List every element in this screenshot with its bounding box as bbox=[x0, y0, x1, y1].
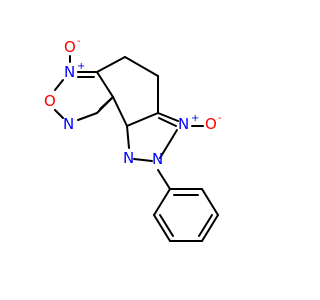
phenyl-bond-6 bbox=[153, 188, 171, 216]
atom-n-phenyl: N bbox=[152, 150, 163, 168]
bond-ch2-1 bbox=[96, 56, 126, 73]
atom-o-top-charge: - bbox=[77, 36, 81, 47]
bond-c-c-1 bbox=[96, 71, 114, 98]
bond-c-c-2-double bbox=[99, 96, 114, 110]
atom-o-ring: O bbox=[44, 92, 56, 110]
bond-n-phenyl bbox=[157, 169, 171, 190]
bond-n-n-right bbox=[159, 129, 178, 159]
bond-n-o-ring bbox=[54, 79, 64, 91]
phenyl-double-3 bbox=[159, 214, 174, 237]
atom-o-right: O bbox=[205, 115, 217, 133]
phenyl-double-2 bbox=[198, 214, 213, 237]
bond-o-n-left bbox=[54, 109, 64, 119]
atom-n-top: N bbox=[64, 63, 75, 81]
molecule-structure-canvas: O - N + O N N N + O - N bbox=[44, 36, 222, 242]
atom-n-bottom-left: N bbox=[123, 149, 134, 167]
molecule-structure-svg: O - N + O N N N + O - N bbox=[44, 36, 222, 242]
bond-c-c-3 bbox=[112, 96, 128, 127]
bond-c-n-bottom-left bbox=[126, 125, 130, 149]
phenyl-bond-3 bbox=[201, 214, 219, 242]
atom-o-right-charge: - bbox=[218, 113, 222, 124]
atom-o-top: O bbox=[64, 38, 76, 56]
phenyl-bond-5 bbox=[153, 214, 171, 242]
bond-n-n bbox=[133, 158, 153, 162]
atom-n-left: N bbox=[63, 115, 74, 133]
bond-ch2-2 bbox=[124, 56, 159, 77]
bond-c-c-4 bbox=[126, 112, 159, 127]
bond-c-n-right-double bbox=[158, 117, 177, 127]
atom-labels: O - N + O N N N + O - N bbox=[44, 36, 222, 168]
bond-lines bbox=[54, 55, 219, 242]
phenyl-bond-2 bbox=[201, 188, 219, 216]
atom-n-top-charge: + bbox=[77, 61, 85, 72]
atom-n-right-charge: + bbox=[191, 113, 199, 124]
bond-n-c-left bbox=[77, 112, 98, 121]
bond-c-n-right bbox=[157, 112, 179, 122]
atom-n-right: N bbox=[178, 115, 189, 133]
